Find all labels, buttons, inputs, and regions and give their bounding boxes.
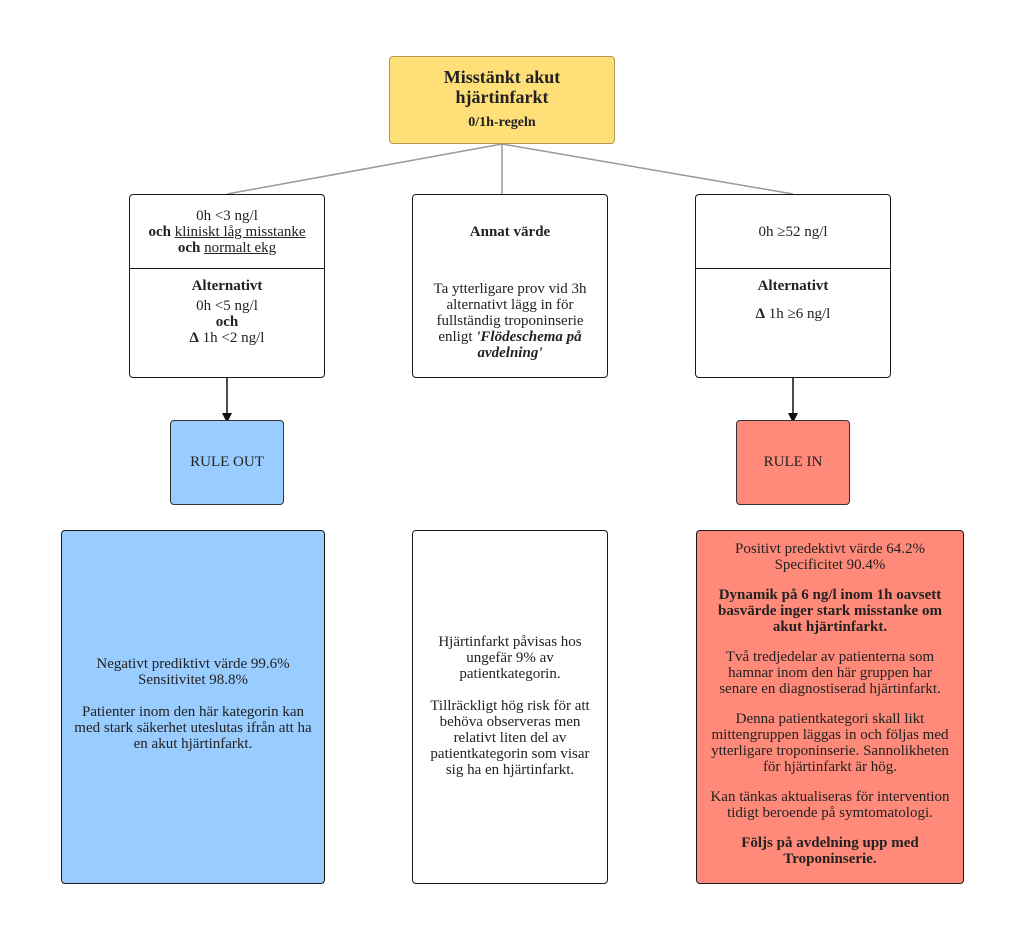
ge-symbol: ≥: [787, 306, 796, 322]
delta-symbol: Δ: [189, 330, 199, 346]
observe-line-3: patientkategorin.: [459, 666, 561, 682]
criteria-high-line-1: 0h ≥52 ng/l: [696, 224, 890, 240]
observe-line-1: Hjärtinfarkt påvisas hos: [438, 634, 582, 650]
rule-out-npv: Negativt prediktivt värde 99.6%: [96, 656, 290, 672]
rule-in-p3-2: mittengruppen läggas in och följas med: [711, 727, 949, 743]
criteria-other-header: Annat värde: [413, 195, 607, 268]
criteria-other-line-1: Ta ytterligare prov vid 3h: [433, 281, 587, 297]
criteria-high-header: 0h ≥52 ng/l: [696, 195, 890, 269]
rule-in-p3-1: Denna patientkategori skall likt: [735, 711, 925, 727]
criteria-low-line-1: 0h <3 ng/l: [196, 207, 258, 224]
criteria-low-alt-line-1: 0h <5 ng/l: [196, 298, 258, 314]
start-title-line-2: hjärtinfarkt: [455, 87, 549, 107]
start-subtitle: 0/1h-regeln: [468, 115, 536, 130]
rule-in-label: RULE IN: [763, 454, 823, 470]
criteria-low-line-2: och kliniskt låg misstanke: [130, 224, 324, 240]
criteria-low-line-3: och normalt ekg: [130, 240, 324, 256]
observe-line-7: patientkategorin som visar: [430, 746, 590, 762]
start-node: Misstänkt akut hjärtinfarkt 0/1h-regeln: [389, 56, 615, 144]
criteria-other-heading: Annat värde: [469, 223, 551, 240]
criteria-high-value: 52 ng/l: [785, 223, 828, 240]
criteria-other-flowchart-ref-2: avdelning': [477, 345, 543, 361]
criteria-low-alt-line-2: och: [215, 314, 239, 330]
rule-in-p4-2: tidigt beroende på symtomatologi.: [727, 805, 933, 821]
rule-out-sensitivity: Sensitivitet 98.8%: [138, 672, 248, 688]
criteria-low-clinical: kliniskt låg misstanke: [174, 223, 306, 240]
criteria-high-alt-1h: 1h: [768, 306, 784, 322]
criteria-high-alt-line: Δ 1h ≥6 ng/l: [696, 306, 890, 322]
rule-in-dynamics-2: basvärde inger stark misstanke om: [718, 603, 942, 619]
rule-in-info: Positivt predektivt värde 64.2% Specific…: [696, 530, 964, 884]
rule-out-desc-2: med stark säkerhet uteslutas ifrån att h…: [74, 720, 312, 736]
rule-in-specificity: Specificitet 90.4%: [774, 557, 886, 573]
criteria-low-header: 0h <3 ng/l och kliniskt låg misstanke oc…: [130, 195, 324, 269]
criteria-other-line-3: fullständig troponinserie: [436, 313, 584, 329]
criteria-high-alt-heading: Alternativt: [757, 278, 829, 294]
criteria-other-enligt: enligt: [438, 329, 473, 345]
criteria-low-och-1: och: [148, 223, 171, 240]
rule-in-p2-2: hamnar inom den här gruppen har: [728, 665, 932, 681]
rule-out-info: Negativt prediktivt värde 99.6% Sensitiv…: [61, 530, 325, 884]
rule-in-ppv: Positivt predektivt värde 64.2%: [735, 541, 925, 557]
rule-in-p4-1: Kan tänkas aktualiseras för intervention: [710, 789, 950, 805]
criteria-low-alternative: Alternativt 0h <5 ng/l och Δ 1h <2 ng/l: [130, 269, 324, 377]
rule-in-dynamics-1: Dynamik på 6 ng/l inom 1h oavsett: [718, 587, 942, 603]
criteria-low-alt-heading: Alternativt: [191, 278, 263, 294]
rule-in-p2-3: senare en diagnostiserad hjärtinfarkt.: [719, 681, 941, 697]
criteria-other-line-4: enligt 'Flödeschema på: [413, 329, 607, 345]
criteria-low-alt-delta-text: 1h <2 ng/l: [202, 330, 265, 346]
criteria-high-alternative: Alternativt Δ 1h ≥6 ng/l: [696, 269, 890, 377]
criteria-other-line-5: avdelning': [413, 345, 607, 361]
criteria-other-body: Ta ytterligare prov vid 3h alternativt l…: [413, 281, 607, 361]
rule-in-p3-4: för hjärtinfarkt är hög.: [762, 759, 898, 775]
observe-line-2: ungefär 9% av: [466, 650, 554, 666]
ge-symbol: ≥: [777, 223, 786, 240]
start-title-line-1: Misstänkt akut: [443, 67, 561, 87]
rule-out-label: RULE OUT: [190, 454, 264, 470]
rule-in-followup-1: Följs på avdelning upp med: [741, 835, 919, 851]
rule-in-p3-3: ytterligare troponinserie. Sannolikheten: [711, 743, 949, 759]
criteria-node-low: 0h <3 ng/l och kliniskt låg misstanke oc…: [129, 194, 325, 378]
rule-out-desc-3: en akut hjärtinfarkt.: [133, 736, 253, 752]
criteria-low-och-2: och: [177, 239, 201, 256]
rule-in-node: RULE IN: [736, 420, 850, 505]
delta-symbol: Δ: [755, 306, 766, 322]
observe-line-6: relativt liten del av: [453, 730, 567, 746]
rule-in-p2-1: Två tredjedelar av patienterna som: [725, 649, 935, 665]
criteria-other-flowchart-ref: 'Flödeschema på: [476, 329, 582, 345]
rule-out-node: RULE OUT: [170, 420, 284, 505]
connector-top-to-right: [501, 143, 794, 195]
criteria-node-other: Annat värde Ta ytterligare prov vid 3h a…: [412, 194, 608, 378]
criteria-high-alt-value: 6 ng/l: [795, 306, 831, 322]
rule-in-dynamics-3: akut hjärtinfarkt.: [772, 619, 888, 635]
connector-top-to-left: [226, 143, 503, 195]
criteria-node-high: 0h ≥52 ng/l Alternativt Δ 1h ≥6 ng/l: [695, 194, 891, 378]
criteria-high-0h: 0h: [758, 223, 774, 240]
criteria-other-line-2: alternativt lägg in för: [446, 297, 574, 313]
observe-line-8: sig ha en hjärtinfarkt.: [445, 762, 575, 778]
observe-line-5: behöva observeras men: [439, 714, 581, 730]
criteria-low-alt-line-3: Δ 1h <2 ng/l: [130, 330, 324, 346]
observe-info: Hjärtinfarkt påvisas hos ungefär 9% av p…: [412, 530, 608, 884]
start-title: Misstänkt akut hjärtinfarkt: [390, 67, 614, 107]
rule-out-desc-1: Patienter inom den här kategorin kan: [81, 704, 304, 720]
criteria-low-ekg: normalt ekg: [204, 239, 277, 256]
rule-in-followup-2: Troponinserie.: [783, 851, 877, 867]
observe-line-4: Tillräckligt hög risk för att: [430, 698, 590, 714]
